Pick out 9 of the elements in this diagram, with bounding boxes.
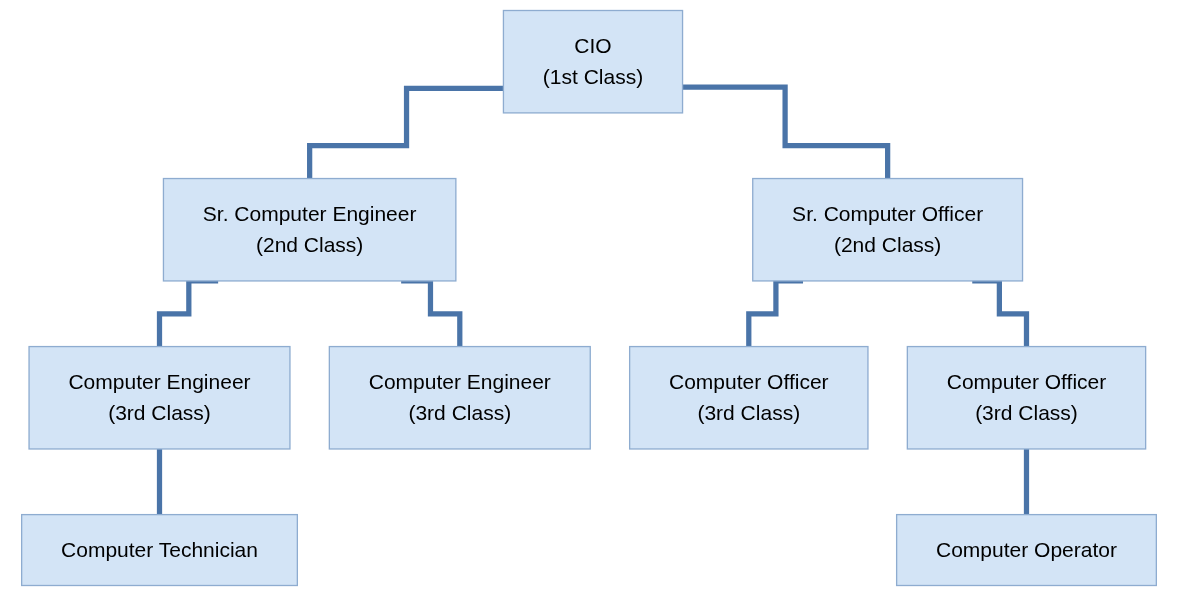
node-box: Computer Officer (3rd Class) bbox=[629, 345, 869, 450]
node-box: Computer Technician bbox=[21, 513, 298, 587]
node-box: Computer Engineer (3rd Class) bbox=[328, 345, 591, 450]
node-box: Sr. Computer Engineer (2nd Class) bbox=[162, 177, 457, 282]
node-box: CIO (1st Class) bbox=[502, 9, 684, 114]
node-box: Computer Engineer (3rd Class) bbox=[28, 345, 291, 450]
node-box: Sr. Computer Officer (2nd Class) bbox=[752, 177, 1024, 282]
node-box: Computer Officer (3rd Class) bbox=[906, 345, 1147, 450]
node-box: Computer Operator bbox=[895, 513, 1157, 587]
